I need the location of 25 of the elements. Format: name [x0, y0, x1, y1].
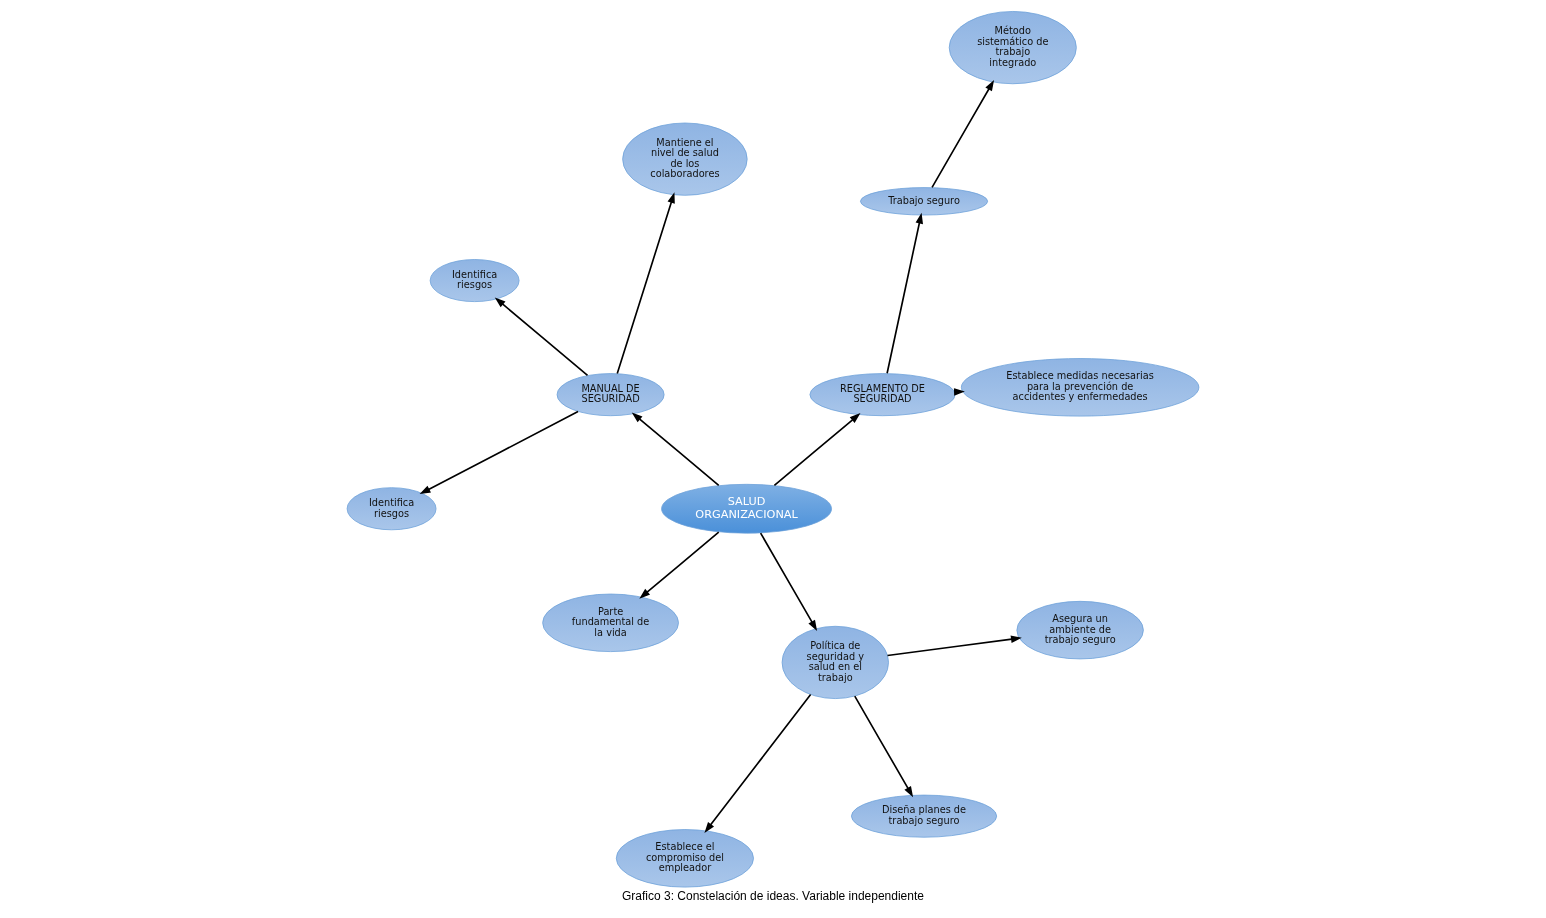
node-ellipse: Diseña planes de trabajo seguro [851, 794, 998, 838]
arrow [773, 413, 861, 487]
node-ellipse: Mantiene el nivel de salud de los colaboradores [622, 122, 748, 196]
node-ellipse: Asegura un ambiente de trabajo seguro [1016, 600, 1144, 660]
caption: Grafico 3: Constelación de ideas. Variable independiente [622, 888, 924, 903]
node-ellipse: Parte fundamental de la vida [542, 593, 679, 652]
arrow [853, 695, 914, 798]
node-ellipse: Establece medidas necesarias para la prevención de accidentes y enfermedades [960, 358, 1200, 417]
arrow [631, 412, 720, 487]
node-ellipse: SALUD ORGANIZACIONAL [661, 483, 832, 534]
node-ellipse: Método sistemático de trabajo integrado [948, 11, 1077, 85]
node-ellipse: MANUAL DE SEGURIDAD [556, 373, 665, 417]
arrow [494, 297, 589, 377]
node-ellipse: Política de seguridad y salud en el trabajo [781, 625, 889, 699]
arrow [616, 192, 675, 375]
arrow [886, 212, 923, 375]
node-ellipse: Establece el compromiso del empleador [615, 829, 754, 888]
node-ellipse: Trabajo seguro [860, 187, 988, 216]
arrow [704, 693, 812, 833]
arrow [759, 532, 818, 631]
arrow [639, 531, 720, 599]
arrow [886, 635, 1022, 657]
node-ellipse: Identifica riesgos [429, 259, 520, 302]
arrow [419, 410, 579, 495]
arrow [931, 80, 995, 189]
